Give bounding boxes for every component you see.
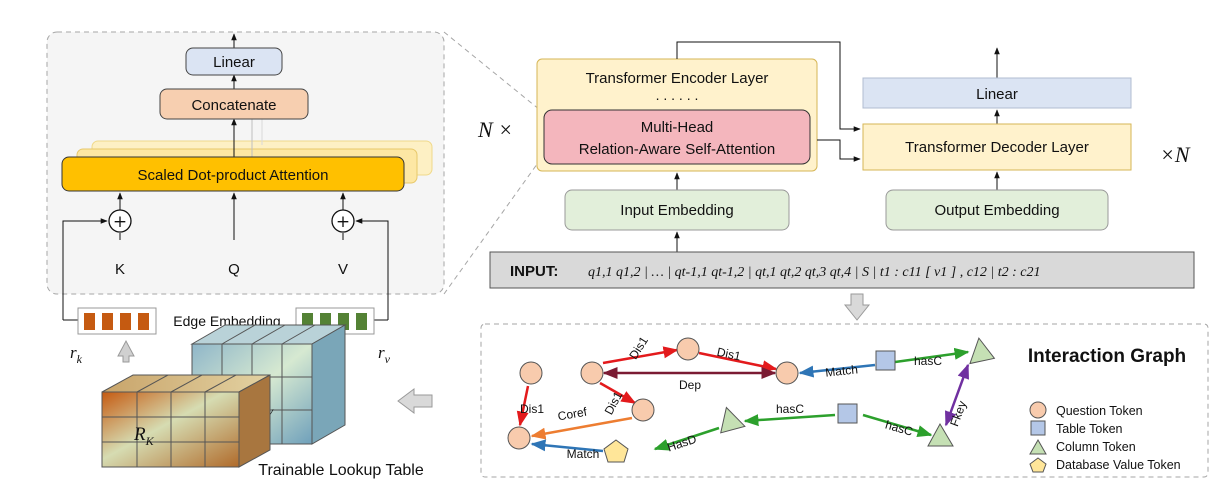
input-bar bbox=[489, 251, 1195, 289]
column-node bbox=[720, 406, 746, 434]
encoder-dots: . . . . . . bbox=[656, 87, 699, 103]
decoder-times-n: ×N bbox=[1160, 142, 1191, 167]
encoder-layer-title: Transformer Encoder Layer bbox=[586, 70, 769, 87]
input-embedding-label: Input Embedding bbox=[620, 202, 733, 219]
svg-text:+: + bbox=[336, 212, 350, 232]
rk-table-label: RK bbox=[133, 424, 155, 448]
concatenate-block bbox=[159, 88, 309, 120]
legend-table-icon bbox=[1030, 420, 1046, 436]
rk-lookup-arrow-icon bbox=[117, 339, 135, 363]
input-label: INPUT: bbox=[510, 263, 558, 280]
mhsa-line1: Multi-Head bbox=[641, 119, 714, 136]
legend-question-icon bbox=[1029, 401, 1047, 419]
mhsa-line2: Relation-Aware Self-Attention bbox=[579, 141, 776, 158]
input-sequence: q1,1 q1,2 | … | qt-1,1 qt-1,2 | qt,1 qt,… bbox=[588, 265, 1041, 280]
edge-hasc-b: hasC bbox=[776, 402, 804, 416]
edge-coref: Coref bbox=[557, 405, 589, 424]
legend-column-icon bbox=[1029, 438, 1047, 455]
rv-label: rv bbox=[378, 343, 391, 366]
decoder-layer-label: Transformer Decoder Layer bbox=[905, 139, 1089, 156]
zoom-line-bottom bbox=[443, 159, 541, 295]
zoom-line-top bbox=[443, 31, 541, 111]
question-node bbox=[519, 361, 543, 385]
rk-table-cube bbox=[101, 374, 271, 468]
input-embedding-block bbox=[564, 189, 790, 231]
question-node bbox=[631, 398, 655, 422]
edge-dis1-right: Dis1 bbox=[716, 345, 743, 364]
mhsa-block bbox=[543, 109, 811, 165]
rk-label: rk bbox=[70, 343, 83, 366]
edge-dis1-vertical: Dis1 bbox=[520, 402, 544, 416]
output-embedding-label: Output Embedding bbox=[934, 202, 1059, 219]
linear-block bbox=[185, 47, 283, 76]
v-label: V bbox=[338, 261, 348, 278]
attention-block bbox=[61, 156, 405, 192]
linear-label: Linear bbox=[213, 54, 255, 71]
table-node bbox=[875, 350, 896, 371]
k-add-icon bbox=[108, 209, 132, 233]
concatenate-label: Concatenate bbox=[191, 97, 276, 114]
table-node bbox=[837, 403, 858, 424]
column-node bbox=[969, 337, 996, 365]
legend-question-label: Question Token bbox=[1056, 404, 1143, 418]
lookup-table-label: Trainable Lookup Table bbox=[258, 462, 424, 479]
question-node bbox=[775, 361, 799, 385]
q-label: Q bbox=[228, 261, 240, 278]
question-node bbox=[580, 361, 604, 385]
output-embedding-block bbox=[885, 189, 1109, 231]
svg-text:+: + bbox=[113, 212, 127, 232]
v-add-icon bbox=[331, 209, 355, 233]
decoder-layer-block bbox=[862, 123, 1132, 171]
database-value-node bbox=[603, 439, 629, 463]
k-label: K bbox=[115, 261, 125, 278]
decoder-linear-block bbox=[862, 77, 1132, 109]
column-node bbox=[927, 422, 954, 447]
question-node bbox=[507, 426, 531, 450]
legend-table-label: Table Token bbox=[1056, 422, 1123, 436]
legend-column-label: Column Token bbox=[1056, 440, 1136, 454]
attention-label: Scaled Dot-product Attention bbox=[138, 167, 329, 184]
interaction-graph-title: Interaction Graph bbox=[1028, 346, 1186, 367]
interaction-graph-panel bbox=[480, 323, 1209, 478]
decoder-linear-label: Linear bbox=[976, 86, 1018, 103]
edge-dep: Dep bbox=[679, 378, 701, 392]
legend-value-icon bbox=[1029, 457, 1047, 473]
edge-match-b: Match bbox=[567, 447, 600, 461]
graph-to-table-arrow-icon bbox=[397, 388, 433, 414]
input-to-graph-arrow-icon bbox=[843, 293, 871, 321]
question-node bbox=[676, 337, 700, 361]
edge-match-a: Match bbox=[825, 362, 859, 379]
encoder-n-times: N × bbox=[477, 117, 513, 142]
legend-value-label: Database Value Token bbox=[1056, 458, 1181, 472]
edge-hasc-a: hasC bbox=[914, 354, 942, 368]
